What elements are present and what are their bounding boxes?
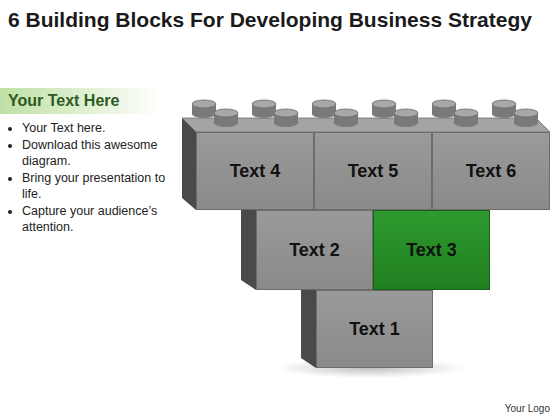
- heading-band: Your Text Here: [0, 88, 160, 114]
- diagram-title: 6 Building Blocks For Developing Busines…: [8, 8, 532, 32]
- node-text: Text 2: [289, 240, 340, 261]
- building-block: Text 4: [196, 132, 314, 210]
- node-text: Your Text Here: [8, 92, 119, 110]
- bullet-item: Your Text here.: [22, 120, 182, 136]
- side-face: [241, 210, 256, 290]
- node-text: Text 6: [466, 161, 517, 182]
- stud-row: [192, 100, 538, 127]
- bullet-item: Capture your audience’s attention.: [22, 203, 182, 235]
- node-text: Text 3: [406, 240, 457, 261]
- bullet-list: Your Text here.Download this awesome dia…: [8, 120, 182, 236]
- building-block: Text 2: [256, 210, 373, 290]
- side-face: [301, 290, 316, 368]
- node-text: Text 1: [349, 319, 400, 340]
- logo-text: Your Logo: [505, 403, 550, 414]
- bullet-item: Download this awesome diagram.: [22, 137, 182, 169]
- node-text: Text 4: [230, 161, 281, 182]
- side-face: [182, 118, 196, 210]
- building-block: Text 1: [316, 290, 433, 368]
- building-block: Text 6: [432, 132, 550, 210]
- node-text: Text 5: [348, 161, 399, 182]
- highlight-block: Text 3: [373, 210, 490, 290]
- building-block: Text 5: [314, 132, 432, 210]
- bullet-item: Bring your presentation to life.: [22, 170, 182, 202]
